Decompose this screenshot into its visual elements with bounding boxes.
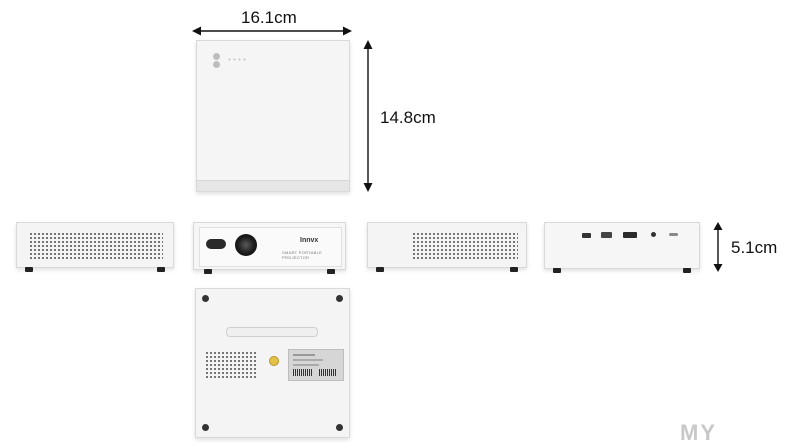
top-indicator-dots-icon [227,58,247,61]
lens-icon [235,234,257,256]
depth-dimension-label: 14.8cm [380,108,436,127]
projector-front-view: Innvx SMART PORTABLE PROJECTOR [193,222,346,274]
usb-port-2-icon [601,232,612,238]
projector-top-view [196,40,350,192]
projector-bottom-view [195,288,350,438]
left-side-vent [29,232,163,259]
depth-dimension-arrow [363,40,373,192]
projector-right-side-view [367,222,527,272]
front-brand: Innvx [300,237,319,244]
product-label [288,349,344,381]
front-tagline: SMART PORTABLE PROJECTOR [282,250,323,260]
width-dimension-label: 16.1cm [241,8,297,27]
projector-left-side-view [16,222,174,272]
bottom-vent [205,351,257,379]
top-logo-icon [211,53,223,69]
usb-c-port-icon [669,233,678,236]
height-dimension-label: 5.1cm [731,238,778,257]
tripod-mount-icon [269,356,279,366]
right-side-vent [412,232,518,259]
audio-jack-icon [651,232,656,237]
bottom-slot [226,327,318,337]
height-dimension-arrow [713,222,723,272]
usb-port-icon [582,233,591,238]
projector-back-view [544,222,700,273]
hdmi-port-icon [623,232,637,238]
watermark: MY [680,420,717,445]
width-dimension-arrow [192,26,352,36]
front-sensor [206,239,226,249]
